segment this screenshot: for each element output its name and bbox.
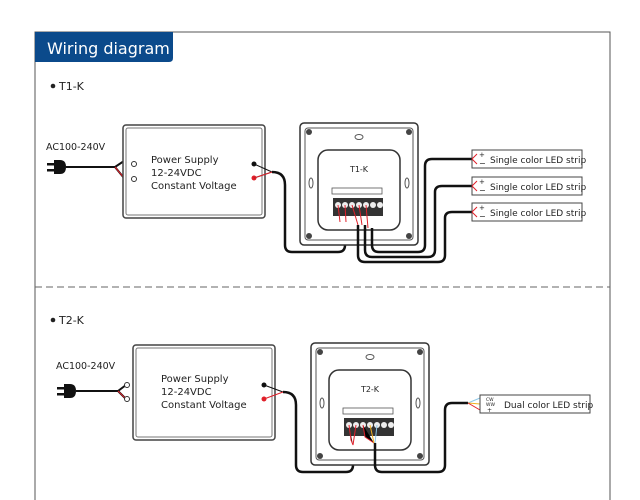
plug-icon [47,160,66,174]
plug-icon [57,384,76,398]
led-strip: +− Single color LED strip [471,149,586,169]
controller-label: T2-K [360,385,380,394]
svg-text:−: − [479,186,486,195]
led-strip-label: Single color LED strip [490,209,586,219]
led-strip: +− Single color LED strip [471,202,586,222]
psu-line: 12-24VDC [151,168,202,179]
led-strip-label: Dual color LED strip [504,401,593,411]
controller-t2k [310,342,430,466]
controller-label: T1-K [349,165,369,174]
svg-text:+: + [479,151,485,159]
section-t2k: T2-K AC100-240V Power Supply 12-24VDC Co… [50,314,593,474]
section-label: T1-K [58,80,85,93]
led-strip-label: Single color LED strip [490,156,586,166]
terminal-label: + [487,407,492,414]
psu-line: Constant Voltage [151,181,237,192]
bullet-icon [50,317,56,323]
svg-text:+: + [479,204,485,212]
ac-label: AC100-240V [56,361,116,372]
svg-text:−: − [479,159,486,168]
svg-text:+: + [479,178,485,186]
power-supply-box [122,124,266,219]
header-title: Wiring diagram [47,39,170,58]
header-banner [35,32,173,62]
led-strip: +− Single color LED strip [471,176,586,196]
psu-line: Power Supply [161,374,229,385]
frame-border [34,31,611,500]
section-label: T2-K [58,314,85,327]
led-strip-label: Single color LED strip [490,183,586,193]
bullet-icon [50,83,56,89]
psu-line: 12-24VDC [161,387,212,398]
power-supply-box [132,344,276,441]
terminal-label: CW [486,397,494,403]
ac-label: AC100-240V [46,142,106,153]
svg-text:−: − [479,212,486,221]
terminal-label: WW [486,402,495,408]
psu-line: Constant Voltage [161,400,247,411]
psu-line: Power Supply [151,155,219,166]
led-strip: CW WW + Dual color LED strip [479,394,593,414]
section-t1k: T1-K AC100-240V Power Supply 12-24VDC Co… [46,80,586,264]
